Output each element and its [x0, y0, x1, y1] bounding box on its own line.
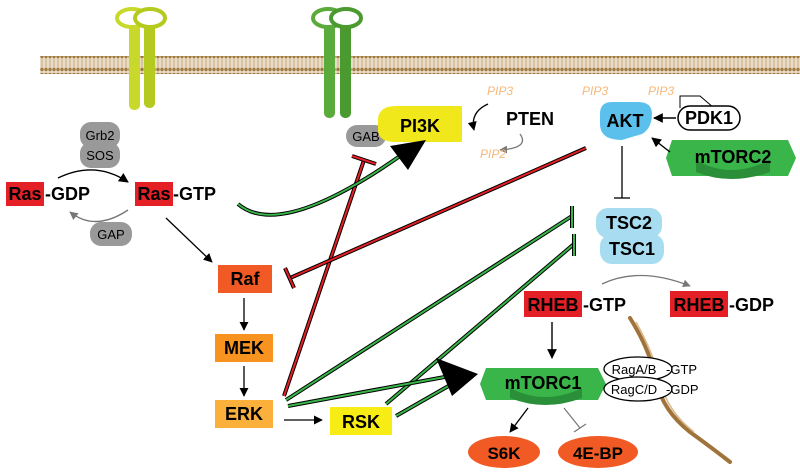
rheb-gtp-prefix: RHEB: [527, 295, 578, 315]
tsc-complex: TSC2 TSC1: [596, 208, 664, 264]
rsk-node: RSK: [330, 407, 392, 435]
rag-ab-state: -GTP: [666, 362, 697, 377]
pdk1-label: PDK1: [685, 108, 733, 128]
pten-cycle: PTEN PIP3 PIP2: [467, 84, 554, 161]
gab-label: GAB: [352, 129, 379, 144]
rheb-gtp-suffix: -GTP: [583, 295, 626, 315]
rsk-activates-mtorc1: [395, 382, 453, 418]
gap-node: GAP: [90, 222, 132, 246]
rsk-inhibits-tsc1: [384, 234, 576, 406]
ras-gdp-node: Ras -GDP: [6, 182, 90, 206]
rag-cd-label: RagC/D: [611, 382, 657, 397]
rsk-label: RSK: [342, 412, 380, 432]
rheb-gdp-node: RHEB -GDP: [670, 291, 774, 317]
sos-label: SOS: [86, 148, 114, 163]
tsc2-label: TSC2: [606, 213, 652, 233]
pip3-label-a: PIP3: [487, 84, 513, 98]
gap-label: GAP: [97, 227, 124, 242]
rheb-gtp-node: RHEB -GTP: [524, 291, 626, 317]
e4bp-label: 4E-BP: [573, 444, 623, 463]
raf-node: Raf: [218, 265, 272, 293]
receptor-tyrosine-kinase-1: [115, 7, 167, 110]
receptor-tyrosine-kinase-2: [311, 7, 363, 118]
lysosome-membrane: [628, 316, 732, 464]
mtorc1-big-arrowhead: [436, 358, 478, 396]
ras-gtp-node: Ras -GTP: [135, 182, 216, 206]
mek-label: MEK: [224, 338, 264, 358]
pi3k-node: PI3K: [378, 106, 462, 142]
s6k-label: S6K: [487, 444, 521, 463]
ras-activates-pi3k: [236, 140, 426, 217]
cell-membrane: [40, 56, 800, 74]
rheb-gdp-prefix: RHEB: [673, 295, 724, 315]
akt-node: AKT PIP3: [582, 84, 652, 140]
pip3-label-b: PIP3: [582, 84, 608, 98]
tsc1-label: TSC1: [609, 239, 655, 259]
ras-cycle-arrows: [57, 169, 129, 223]
s6k-node: S6K: [468, 436, 540, 468]
rag-ab-label: RagA/B: [612, 362, 657, 377]
pip2-label: PIP2: [480, 147, 506, 161]
erk-inhibits-gab: [282, 154, 377, 397]
erk-node: ERK: [215, 400, 273, 428]
mtorc2-label: mTORC2: [695, 147, 772, 167]
mtorc1-node: mTORC1: [480, 368, 606, 405]
mapk-cascade-arrows: [165, 217, 323, 425]
gab-node: GAB: [346, 125, 386, 147]
ras-gdp-suffix: -GDP: [45, 184, 90, 204]
rheb-gdp-suffix: -GDP: [729, 295, 774, 315]
pi3k-label: PI3K: [400, 116, 440, 136]
mtorc1-label: mTORC1: [505, 373, 582, 393]
akt-inhibits-tsc: [614, 146, 630, 199]
rheb-hydrolysis-arrow: [601, 274, 691, 288]
e4bp-node: 4E-BP: [558, 436, 638, 468]
rag-cd-state: -GDP: [666, 382, 699, 397]
ras-gtp-prefix: Ras: [137, 184, 170, 204]
erk-inhibits-tsc2: [284, 206, 574, 402]
ras-gtp-suffix: -GTP: [173, 184, 216, 204]
pip3-label-c: PIP3: [648, 84, 674, 98]
erk-activates-mtorc1: [287, 374, 451, 408]
mek-node: MEK: [215, 334, 273, 362]
ras-gdp-prefix: Ras: [8, 184, 41, 204]
grb2-label: Grb2: [86, 128, 115, 143]
mtorc1-effector-links: [509, 407, 587, 433]
raf-label: Raf: [230, 269, 260, 289]
erk-label: ERK: [225, 404, 263, 424]
pten-label: PTEN: [506, 109, 554, 129]
pdk1-node: PDK1 PIP3: [648, 84, 741, 131]
akt-label: AKT: [607, 111, 644, 131]
akt-inhibits-raf: [283, 146, 587, 289]
akt-activation-arrows: [651, 113, 676, 153]
mtorc2-node: mTORC2: [666, 140, 796, 179]
rag-gtpases: RagA/B -GTP RagC/D -GDP: [603, 356, 699, 402]
grb2-sos-complex: Grb2 SOS: [80, 122, 120, 168]
